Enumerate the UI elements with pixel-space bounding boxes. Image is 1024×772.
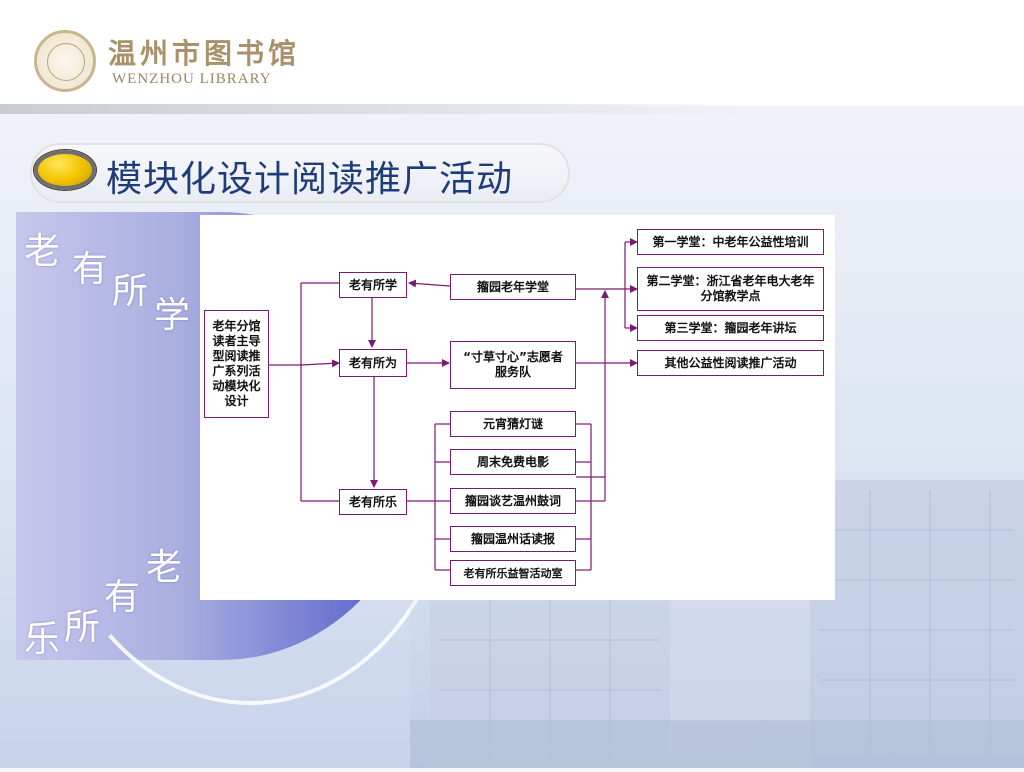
volunteer-box: “寸草寸心”志愿者服务队 bbox=[450, 341, 576, 389]
header-bar bbox=[0, 0, 1024, 106]
library-logo-icon bbox=[34, 30, 96, 92]
arc-char: 有 bbox=[72, 249, 109, 290]
arc-char: 有 bbox=[104, 577, 141, 618]
root-box: 老年分馆读者主导型阅读推广系列活动模块化设计 bbox=[204, 310, 269, 418]
module-act: 老有所为 bbox=[339, 349, 407, 377]
arc-char: 乐 bbox=[24, 619, 61, 660]
joy-item: 籀园温州话读报 bbox=[450, 526, 576, 552]
arc-char: 老 bbox=[146, 547, 183, 588]
header-divider bbox=[0, 104, 760, 114]
joy-item: 周末免费电影 bbox=[450, 449, 576, 475]
joy-item: 元宵猜灯谜 bbox=[450, 411, 576, 437]
class2-box: 第二学堂：浙江省老年电大老年分馆教学点 bbox=[637, 267, 824, 311]
arc-char: 所 bbox=[112, 271, 149, 312]
logo-name: 温州市图书馆 bbox=[108, 37, 301, 70]
other-activities-box: 其他公益性阅读推广活动 bbox=[637, 350, 824, 376]
arc-char: 学 bbox=[154, 295, 191, 336]
arc-char: 所 bbox=[64, 607, 101, 648]
class3-box: 第三学堂：籀园老年讲坛 bbox=[637, 315, 824, 341]
joy-item: 老有所乐益智活动室 bbox=[450, 560, 576, 586]
slide-title: 模块化设计阅读推广活动 bbox=[106, 159, 514, 200]
class1-box: 第一学堂：中老年公益性培训 bbox=[637, 229, 824, 255]
module-diagram: 老年分馆读者主导型阅读推广系列活动模块化设计 老有所学 老有所为 老有所乐 籀园… bbox=[200, 215, 835, 600]
bullet-oval-icon bbox=[34, 150, 96, 190]
logo-subtitle: WENZHOU LIBRARY bbox=[112, 71, 272, 87]
title-pill bbox=[30, 143, 570, 203]
arc-char: 老 bbox=[24, 231, 61, 272]
module-learn: 老有所学 bbox=[339, 272, 407, 298]
joy-item: 籀园谈艺温州鼓词 bbox=[450, 488, 576, 514]
module-joy: 老有所乐 bbox=[339, 489, 407, 515]
school-box: 籀园老年学堂 bbox=[450, 274, 576, 300]
